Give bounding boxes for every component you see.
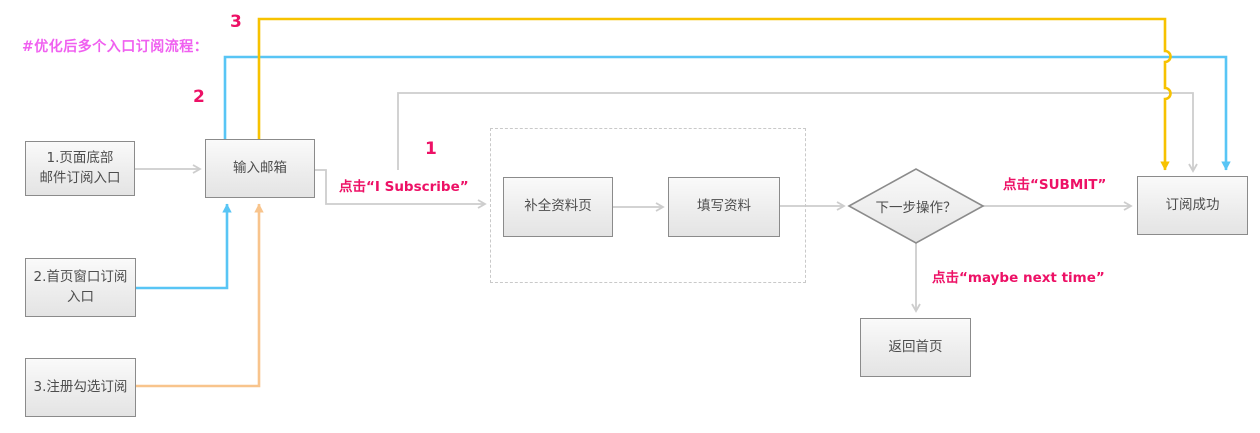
edge-label-submit: 点击“SUBMIT”: [1003, 177, 1107, 193]
edge-input-to-complete-profile: [315, 169, 487, 209]
node-entry-footer[interactable]: 1.页面底部 邮件订阅入口: [25, 141, 135, 196]
profile-group-container: [490, 128, 806, 283]
edge-label-i-subscribe: 点击“I Subscribe”: [339, 179, 469, 195]
node-complete-profile[interactable]: 补全资料页: [503, 177, 613, 237]
flow-title: #优化后多个入口订阅流程：: [22, 39, 209, 55]
node-entry-home[interactable]: 2.首页窗口订阅 入口: [25, 258, 136, 317]
decision-diamond-shape[interactable]: [847, 168, 985, 244]
node-entry-register[interactable]: 3.注册勾选订阅: [25, 358, 136, 417]
node-fill-profile[interactable]: 填写资料: [668, 177, 780, 237]
node-success[interactable]: 订阅成功: [1137, 176, 1248, 235]
edge-subscribe-shortcut-to-success: [397, 92, 1198, 173]
edge-entry-register-to-input: [136, 203, 264, 388]
flow-number-1: 1: [425, 139, 437, 159]
node-decision-label: 下一步操作？: [875, 200, 957, 216]
edge-label-maybe-next-time: 点击“maybe next time”: [932, 270, 1105, 286]
edge-input-to-success-yellow: [257, 17, 1172, 171]
edge-input-to-success-blue: [223, 55, 1231, 171]
flow-number-3: 3: [230, 12, 242, 32]
node-back-home[interactable]: 返回首页: [860, 318, 971, 377]
flow-number-2: 2: [193, 87, 205, 107]
node-input-email[interactable]: 输入邮箱: [205, 139, 315, 198]
edge-entry-home-to-input: [136, 203, 232, 290]
